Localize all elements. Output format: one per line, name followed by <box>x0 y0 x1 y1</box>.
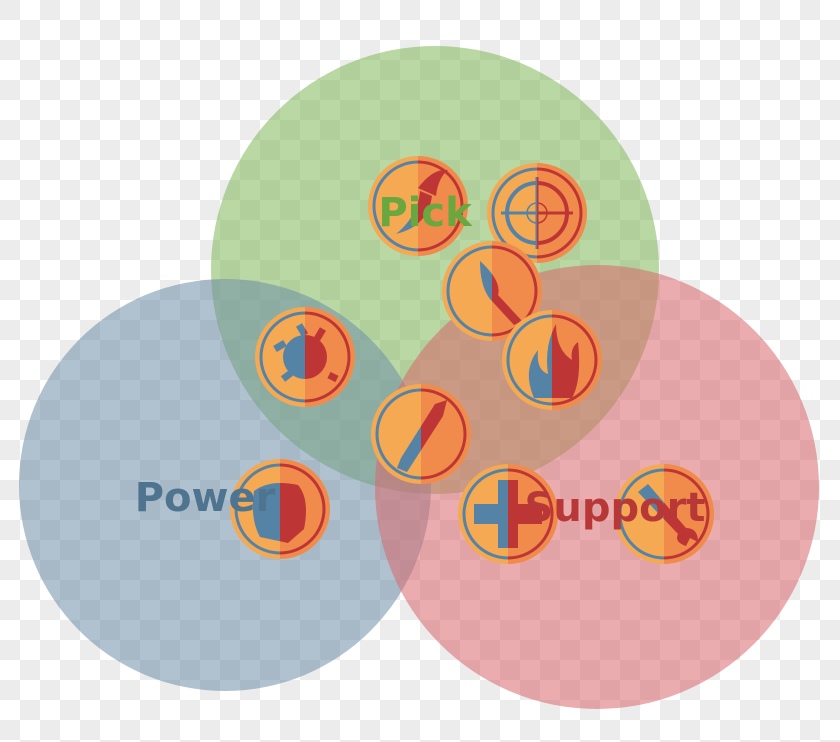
label-pick: Pick <box>378 190 473 236</box>
soldier-icon <box>371 384 471 484</box>
set-circle-support <box>375 265 819 709</box>
sniper-icon <box>487 163 587 263</box>
label-support: Support <box>525 485 706 531</box>
heavy-icon <box>230 459 330 559</box>
demoman-icon <box>255 307 355 407</box>
medic-icon <box>458 464 558 564</box>
label-power: Power <box>135 475 276 521</box>
pyro-icon <box>502 310 602 410</box>
engineer-icon <box>614 464 714 564</box>
scout-icon <box>368 156 468 256</box>
